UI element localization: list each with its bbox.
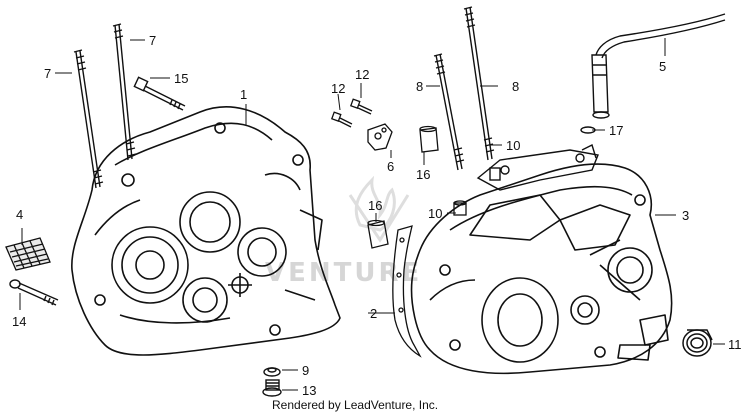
left-crankcase xyxy=(71,106,341,356)
callout-10-lower: 10 xyxy=(428,206,443,221)
top-plate xyxy=(476,144,599,191)
callout-1: 1 xyxy=(240,87,248,102)
callout-3: 3 xyxy=(682,208,690,223)
callout-4: 4 xyxy=(16,207,24,222)
small-parts xyxy=(330,98,467,249)
bolt-14 xyxy=(9,279,59,306)
drain-plug xyxy=(262,367,282,397)
callout-17: 17 xyxy=(609,123,624,138)
oil-seal xyxy=(682,329,713,357)
callout-16-upper: 16 xyxy=(416,167,431,182)
callout-8-left: 8 xyxy=(416,79,424,94)
callout-7-right: 7 xyxy=(149,33,157,48)
callout-9: 9 xyxy=(302,363,310,378)
right-crankcase xyxy=(410,163,673,375)
callout-16-lower: 16 xyxy=(368,198,383,213)
callout-6: 6 xyxy=(387,159,395,174)
callout-7-left: 7 xyxy=(44,66,52,81)
stud-bolts xyxy=(73,6,495,189)
callout-14: 14 xyxy=(12,314,27,329)
callout-5: 5 xyxy=(659,59,667,74)
bolt-15 xyxy=(133,76,186,111)
callout-10-upper: 10 xyxy=(506,138,521,153)
callout-12-right: 12 xyxy=(355,67,370,82)
watermark-logo xyxy=(348,175,410,243)
callout-8-right: 8 xyxy=(512,79,520,94)
footer-credit: Rendered by LeadVenture, Inc. xyxy=(272,398,439,412)
callout-11: 11 xyxy=(728,337,742,352)
breather-tube xyxy=(580,13,726,134)
callout-13: 13 xyxy=(302,383,317,398)
callout-2: 2 xyxy=(370,306,378,321)
strainer-screen xyxy=(5,237,51,271)
leader-lines xyxy=(19,38,725,391)
callout-15: 15 xyxy=(174,71,189,86)
callout-12-left: 12 xyxy=(331,81,346,96)
gasket xyxy=(392,225,422,358)
